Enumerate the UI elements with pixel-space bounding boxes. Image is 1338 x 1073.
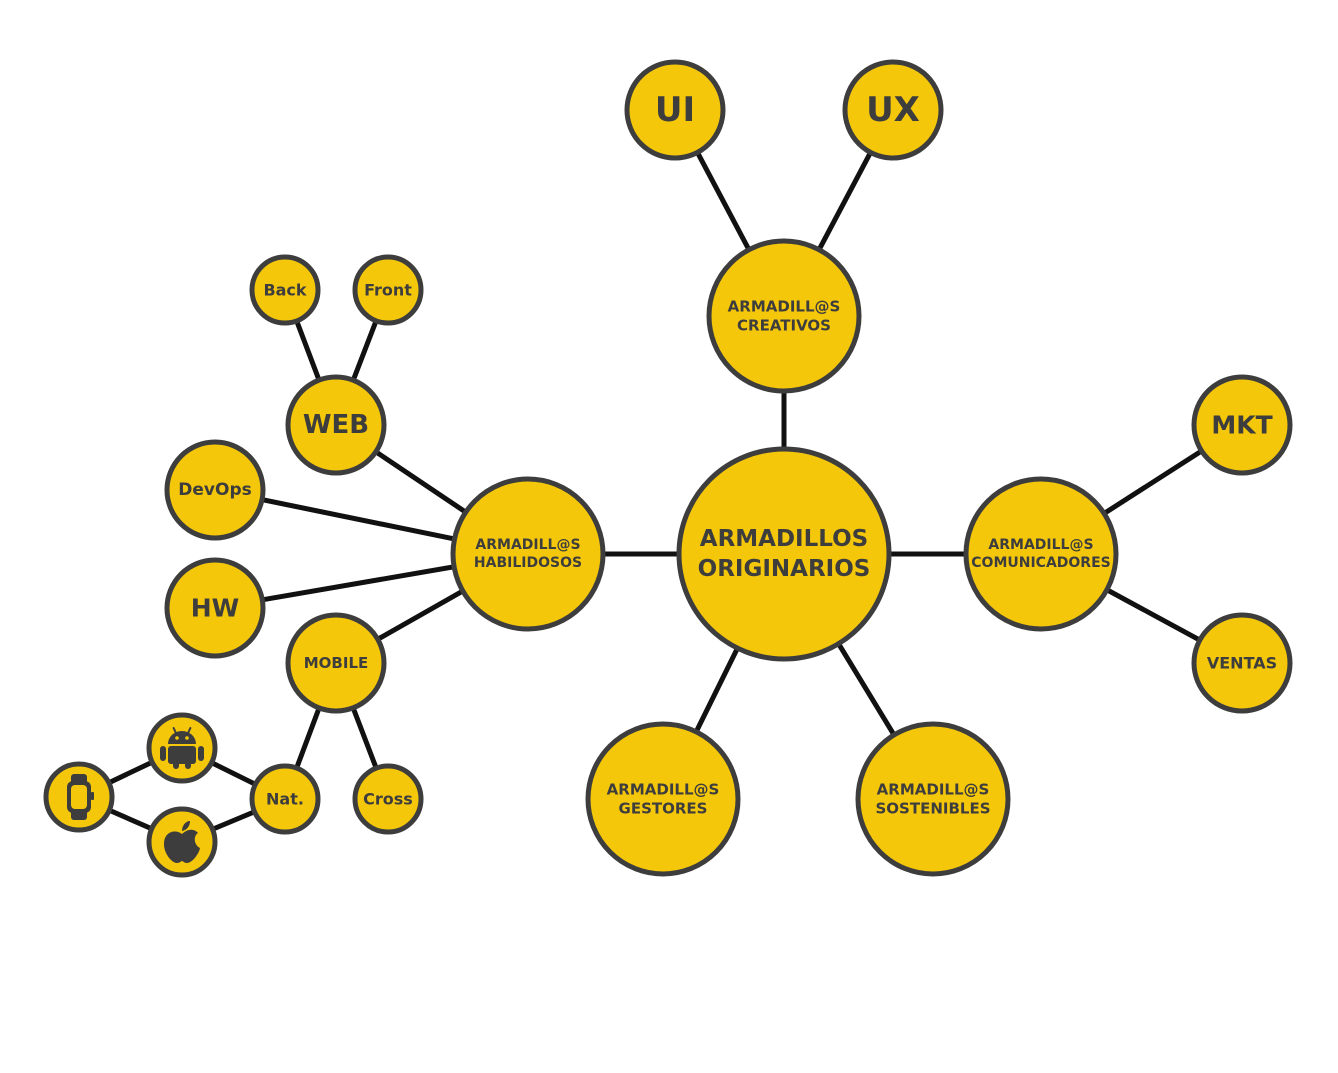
node-circle-mkt xyxy=(1191,374,1293,476)
node-cross: Cross xyxy=(352,763,424,835)
node-nat: Nat. xyxy=(249,763,321,835)
node-label-ui-0: UI xyxy=(655,90,695,130)
node-circle-cross xyxy=(352,763,424,835)
node-label-ux-0: UX xyxy=(866,90,920,130)
node-label-sostenibles-1: SOSTENIBLES xyxy=(875,800,990,818)
node-back: Back xyxy=(249,254,321,326)
node-label-root-0: ARMADILLOS xyxy=(700,526,868,552)
node-habilidosos: ARMADILL@S HABILIDOSOS xyxy=(450,476,606,632)
node-watch xyxy=(43,761,115,833)
node-label-web-0: WEB xyxy=(303,410,369,440)
node-circle-ventas xyxy=(1191,612,1293,714)
node-label-comunicadores-1: COMUNICADORES xyxy=(971,555,1110,571)
node-circle-front xyxy=(352,254,424,326)
node-circle-nat xyxy=(249,763,321,835)
android-icon xyxy=(160,727,204,769)
node-label-creativos-0: ARMADILL@S xyxy=(728,298,841,316)
node-circle-ui xyxy=(624,59,726,161)
node-apple xyxy=(146,806,218,878)
node-circle-ux xyxy=(842,59,944,161)
node-label-sostenibles-0: ARMADILL@S xyxy=(877,781,990,799)
node-label-comunicadores-0: ARMADILL@S xyxy=(988,537,1093,553)
node-label-ventas-0: VENTAS xyxy=(1207,654,1277,673)
node-ui: UI xyxy=(624,59,726,161)
smartwatch-icon xyxy=(67,774,94,820)
nodes: ARMADILLOSORIGINARIOSARMADILL@SCREATIVOS… xyxy=(43,59,1293,878)
node-label-back-0: Back xyxy=(263,281,306,300)
node-front: Front xyxy=(352,254,424,326)
node-label-creativos-1: CREATIVOS xyxy=(737,317,831,335)
node-label-hw-0: HW xyxy=(191,594,240,623)
node-label-gestores-1: GESTORES xyxy=(619,800,708,818)
node-circle-mobile xyxy=(285,612,387,714)
node-circle-creativos xyxy=(706,238,862,394)
node-root: ARMADILLOS ORIGINARIOS xyxy=(676,446,892,662)
node-comunicadores: ARMADILL@S COMUNICADORES xyxy=(963,476,1119,632)
node-circle-hw xyxy=(164,557,266,659)
node-label-devops-0: DevOps xyxy=(178,480,251,500)
node-label-gestores-0: ARMADILL@S xyxy=(607,781,720,799)
node-label-cross-0: Cross xyxy=(363,790,413,809)
node-circle-gestores xyxy=(585,721,741,877)
node-label-habilidosos-0: ARMADILL@S xyxy=(475,537,580,553)
node-circle-web xyxy=(285,374,387,476)
node-label-habilidosos-1: HABILIDOSOS xyxy=(474,555,582,571)
node-devops: DevOps xyxy=(164,439,266,541)
node-mkt: MKT xyxy=(1191,374,1293,476)
node-circle-devops xyxy=(164,439,266,541)
node-label-root-1: ORIGINARIOS xyxy=(698,556,871,582)
apple-icon xyxy=(164,821,200,863)
node-hw: HW xyxy=(164,557,266,659)
node-circle-habilidosos xyxy=(450,476,606,632)
node-label-mobile-0: MOBILE xyxy=(304,654,369,672)
node-ventas: VENTAS xyxy=(1191,612,1293,714)
node-label-nat-0: Nat. xyxy=(266,790,304,809)
node-circle-root xyxy=(676,446,892,662)
node-web: WEB xyxy=(285,374,387,476)
node-ux: UX xyxy=(842,59,944,161)
node-label-front-0: Front xyxy=(364,281,412,300)
node-android xyxy=(146,712,218,784)
node-circle-sostenibles xyxy=(855,721,1011,877)
node-circle-back xyxy=(249,254,321,326)
node-label-mkt-0: MKT xyxy=(1211,411,1272,440)
node-circle-comunicadores xyxy=(963,476,1119,632)
node-mobile: MOBILE xyxy=(285,612,387,714)
